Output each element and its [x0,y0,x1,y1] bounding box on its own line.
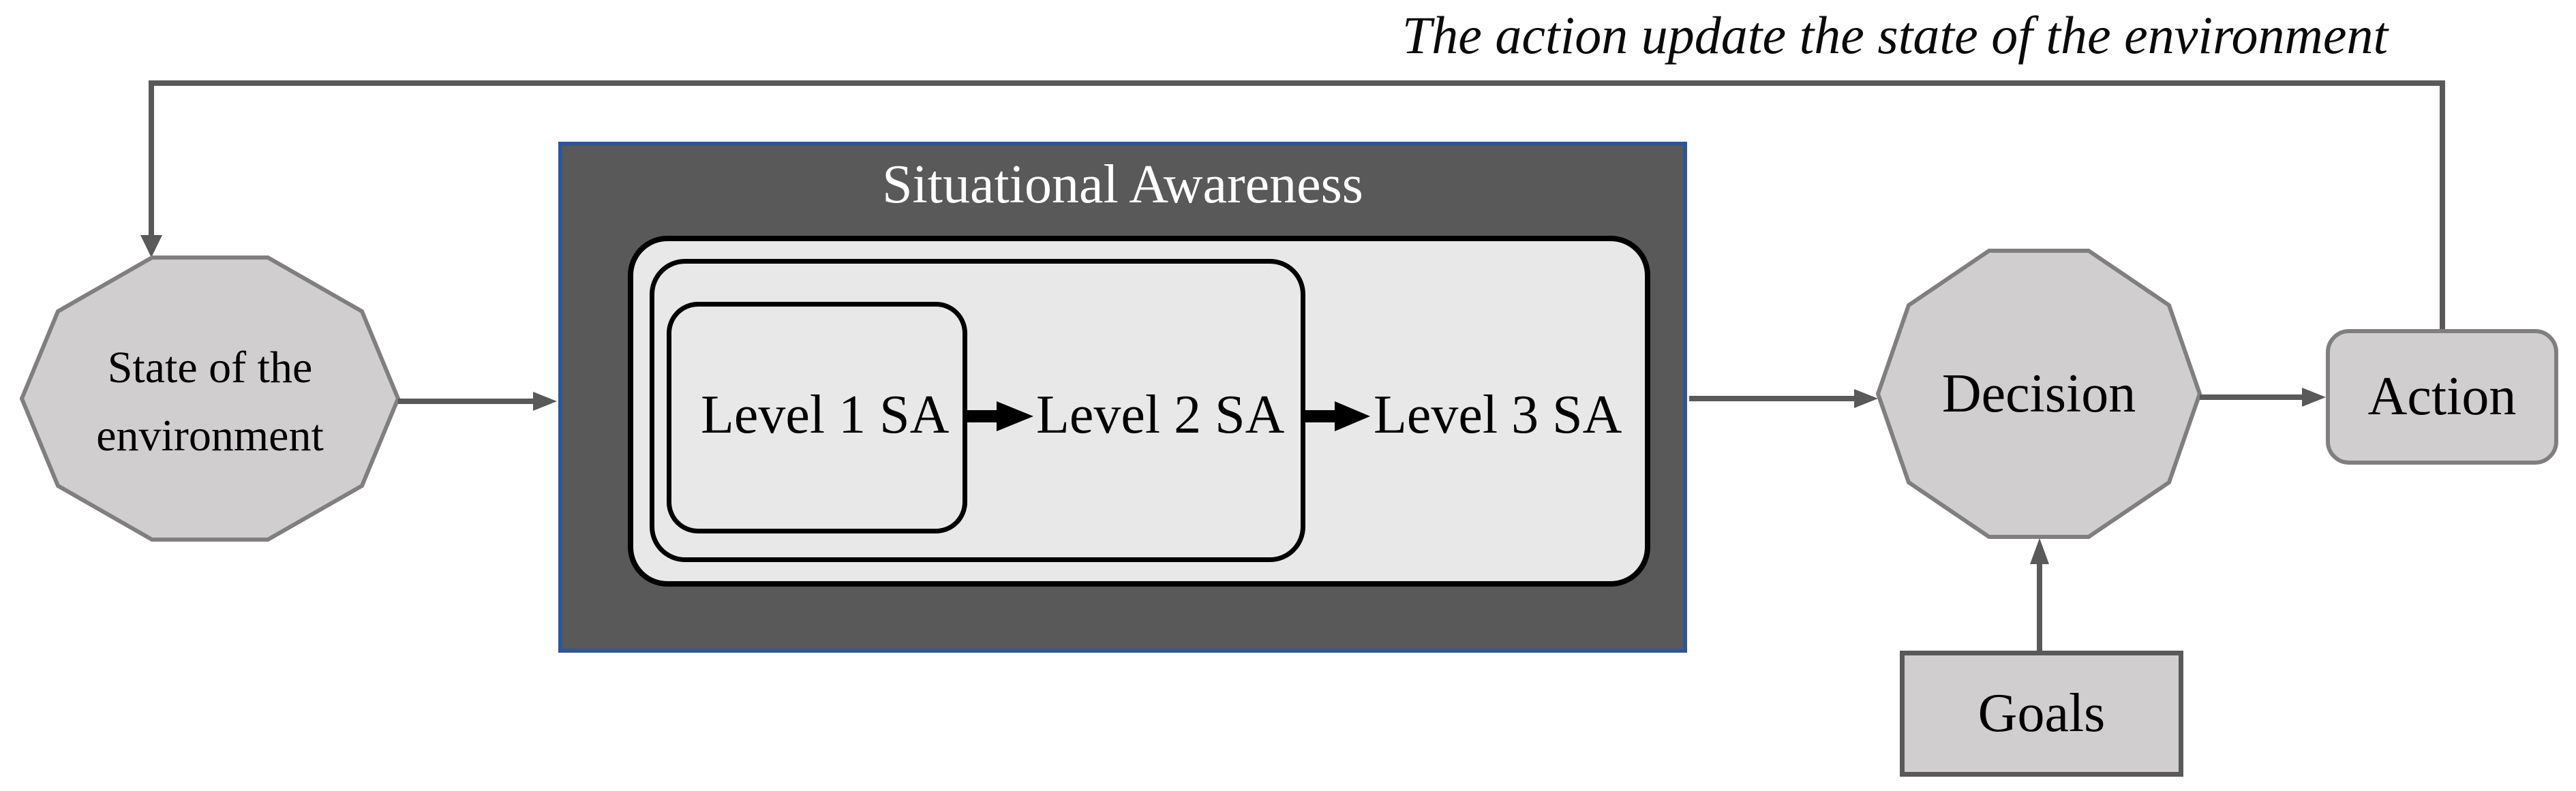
arrow-level2-to-level3-head-icon [1335,401,1370,431]
level2-label: Level 2 SA [1036,385,1285,445]
goals-label-text: Goals [1978,683,2106,743]
arrow-state-to-sa-head-icon [533,392,557,411]
decision-decagon [1875,249,2202,539]
feedback-line [149,80,2445,329]
state-decagon [19,255,401,542]
arrow-level1-to-level2-shaft [967,410,997,422]
decision-node-label: Decision [1878,251,2200,537]
level3-label: Level 3 SA [1374,385,1622,445]
decision-label-text: Decision [1941,364,2136,424]
goals-node: Goals [1900,651,2183,777]
situational-awareness-title: Situational Awareness [882,155,1363,215]
arrow-level2-to-level3 [1305,401,1370,431]
state-label-line2: environment [96,411,324,461]
feedback-arrowhead-icon [140,235,162,258]
state-node-label: State of the environment [22,334,398,470]
feedback-annotation: The action update the state of the envir… [1401,5,2389,65]
level1-label: Level 1 SA [701,385,950,445]
arrow-level1-to-level2 [967,401,1033,431]
action-label-text: Action [2367,367,2517,426]
arrow-level2-to-level3-shaft [1305,410,1335,422]
arrow-goals-to-decision-head-icon [2030,538,2049,564]
level1-container [667,302,967,533]
arrow-level1-to-level2-head-icon [997,401,1033,431]
state-label-line1: State of the [107,343,313,392]
action-node: Action [2326,329,2558,465]
arrow-decision-to-action-head-icon [2302,388,2326,407]
arrow-sa-to-decision-head-icon [1854,389,1878,408]
